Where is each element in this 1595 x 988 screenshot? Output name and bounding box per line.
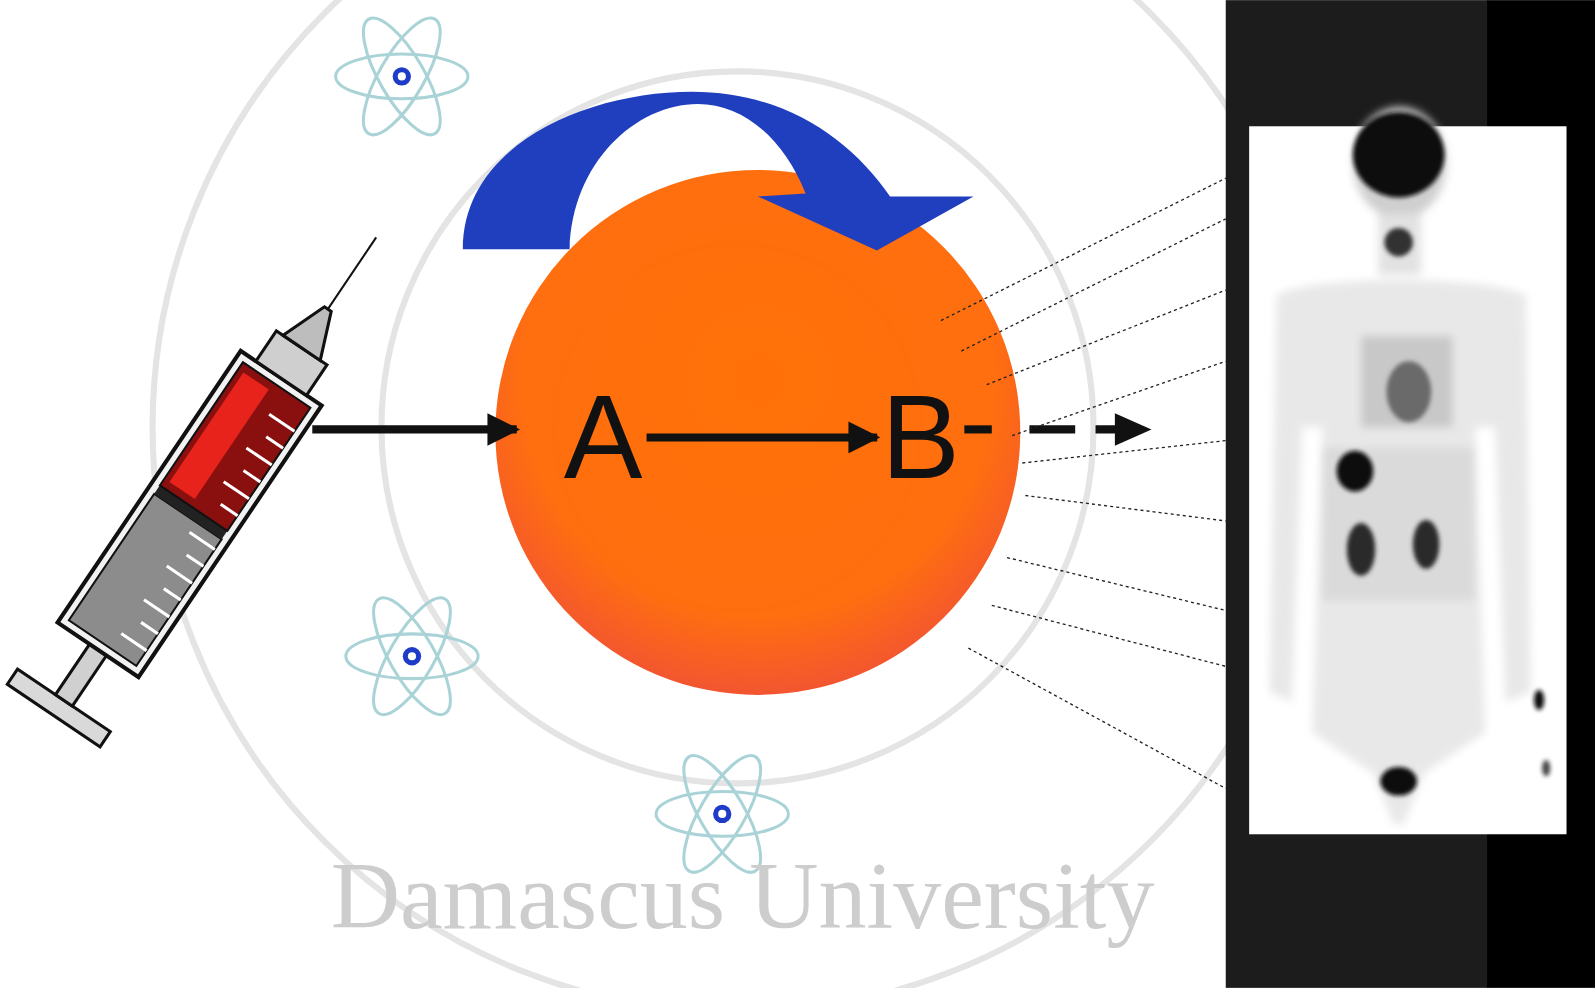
leader-lines — [941, 178, 1226, 788]
exit-arrow — [964, 413, 1151, 446]
node-label: B — [881, 378, 960, 496]
watermark-text: Damascus University — [331, 840, 1155, 951]
reaction-arrow — [647, 433, 878, 441]
letter-node: B — [877, 376, 964, 498]
injection-arrow — [312, 425, 516, 433]
pet-scan-image — [1249, 107, 1566, 834]
cycle-arrow — [463, 92, 974, 251]
letter-node: A — [560, 376, 647, 498]
watermark-seal — [153, 0, 1323, 988]
node-label: A — [564, 378, 643, 496]
syringe — [7, 206, 422, 747]
cell-circle — [495, 170, 1020, 695]
